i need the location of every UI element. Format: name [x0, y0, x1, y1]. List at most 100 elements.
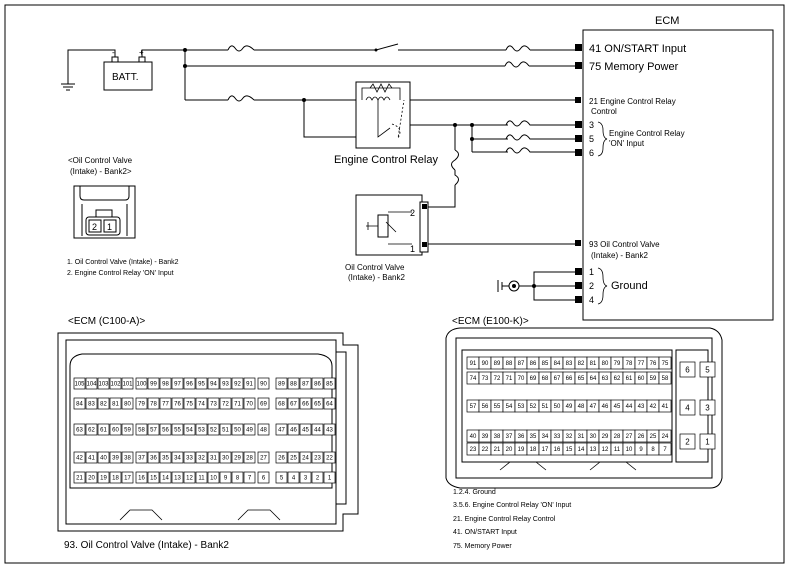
pin-cell: [323, 471, 336, 484]
pin-number: 25: [290, 456, 297, 462]
pin-number: 35: [530, 434, 537, 440]
pin-number: 49: [566, 404, 573, 410]
e100-note-5: 75. Memory Power: [453, 543, 512, 550]
pin-number: 1: [328, 476, 332, 482]
pin-cell: [147, 423, 160, 436]
ecm-pin-5: [575, 135, 582, 142]
ocv-label: Oil Control Valve: [345, 263, 405, 272]
pin-number: 10: [626, 447, 633, 453]
pin-number: 6: [262, 476, 266, 482]
pin-cell: [171, 377, 184, 390]
pin-cell: [135, 451, 148, 464]
e100-title: <ECM (E100-K)>: [452, 316, 529, 327]
pin-number: 78: [626, 361, 633, 367]
fuse-5-icon: [505, 120, 536, 127]
pin-number: 18: [112, 476, 119, 482]
pin-cell: [219, 397, 232, 410]
pin-number: 8: [651, 447, 655, 453]
pin-number: 61: [100, 428, 107, 434]
pin-number: 44: [626, 404, 633, 410]
pin-cell: [275, 397, 288, 410]
battery-minus: -: [112, 48, 115, 57]
pin-number: 45: [302, 428, 309, 434]
junction-dot: [183, 64, 187, 68]
pin-cell: [73, 423, 86, 436]
ecm-pin21-label: 21 Engine Control Relay: [589, 97, 676, 106]
pin-cell: [231, 471, 244, 484]
pin-cell: [85, 451, 98, 464]
pin-number: 97: [174, 382, 181, 388]
pin-cell: [171, 423, 184, 436]
pin-number: 105: [74, 382, 85, 388]
pin-cell: [195, 397, 208, 410]
pin-cell: [658, 399, 672, 413]
e100-note-2: 3.5.6. Engine Control Relay 'ON' Input: [453, 502, 571, 509]
pin-number: 91: [246, 382, 253, 388]
wire-ecm-ground: [519, 271, 575, 301]
pin-number: 28: [246, 456, 253, 462]
pin-cell: [85, 397, 98, 410]
pin-cell: [311, 423, 324, 436]
pin-number: 102: [110, 382, 121, 388]
ecm-pin3-label: 3: [589, 120, 594, 130]
pin-number: 49: [246, 428, 253, 434]
pin-cell: [171, 397, 184, 410]
pin-number: 53: [518, 404, 525, 410]
pin-number: 75: [186, 402, 193, 408]
battery-label: BATT.: [112, 72, 138, 83]
connector-note-1: 1. Oil Control Valve (Intake) - Bank2: [67, 259, 179, 266]
ecm-pin-g4: [575, 296, 582, 303]
pin-cell: [219, 451, 232, 464]
pin-number: 104: [86, 382, 97, 388]
pin-cell: [299, 423, 312, 436]
pin-number: 39: [112, 456, 119, 462]
pin-number: 40: [100, 456, 107, 462]
pin-number: 62: [88, 428, 95, 434]
pin-number: 47: [278, 428, 285, 434]
pin-number: 70: [246, 402, 253, 408]
pin-cell: [171, 451, 184, 464]
ground-label: Ground: [611, 280, 648, 292]
pin-number: 60: [112, 428, 119, 434]
ecm-ground-pin4: 4: [589, 295, 594, 305]
pin-number: 24: [662, 434, 669, 440]
ecm-pin-41: [575, 44, 582, 51]
pin-number: 96: [186, 382, 193, 388]
pin-cell: [109, 377, 122, 390]
pin-cell: [159, 451, 172, 464]
pin-number: 72: [222, 402, 229, 408]
pin-number: 34: [174, 456, 181, 462]
pin-number: 82: [100, 402, 107, 408]
pin-number: 99: [150, 382, 157, 388]
pin-number: 50: [234, 428, 241, 434]
pin-cell: [275, 471, 288, 484]
pin-cell: [243, 423, 256, 436]
pin-cell: [147, 471, 160, 484]
pin-number: 11: [614, 447, 621, 453]
pin-cell: [121, 451, 134, 464]
ocv-solenoid-icon: [377, 214, 389, 238]
pin-cell: [243, 397, 256, 410]
pin-number: 13: [590, 447, 597, 453]
pin-cell: [97, 423, 110, 436]
pin-cell: [109, 451, 122, 464]
ecm-pin93-label: 93 Oil Control Valve: [589, 240, 660, 249]
pin-number: 66: [302, 402, 309, 408]
pin-cell: [195, 451, 208, 464]
ecm-ground-pin2: 2: [589, 281, 594, 291]
pin-number: 63: [602, 376, 609, 382]
ecm-pin-6: [575, 149, 582, 156]
battery-minus-terminal: [111, 56, 119, 63]
pin-cell: [699, 399, 716, 416]
ecm-pin93-label-2: (Intake) - Bank2: [591, 251, 648, 260]
pin-cell: [243, 377, 256, 390]
pin-number: 23: [314, 456, 321, 462]
pin-number: 71: [234, 402, 241, 408]
pin-number: 29: [602, 434, 609, 440]
pin-cell: [219, 423, 232, 436]
ecm-pin-93: [575, 240, 581, 246]
pin-number: 64: [326, 402, 333, 408]
pin-cell: [147, 451, 160, 464]
pin-number: 21: [494, 447, 501, 453]
pin-number: 103: [98, 382, 109, 388]
